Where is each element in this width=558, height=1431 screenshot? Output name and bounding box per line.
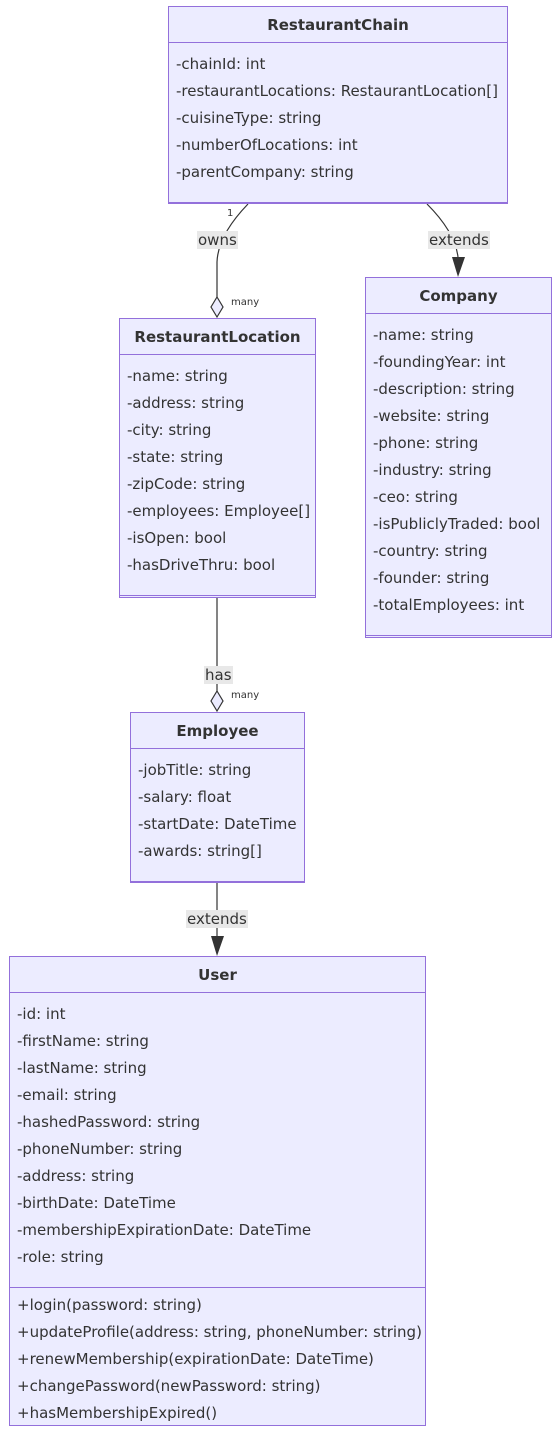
attribute-row: -lastName: string <box>17 1059 147 1077</box>
attribute-row: -awards: string[] <box>138 842 262 860</box>
chain-company-extends-arrowhead <box>452 257 465 277</box>
attribute-row: -ceo: string <box>373 488 458 506</box>
attribute-list: -id: int -firstName: string -lastName: str… <box>10 993 425 1288</box>
attribute-row: -state: string <box>127 448 224 466</box>
attribute-row: -hashedPassword: string <box>17 1113 201 1131</box>
attribute-row: -hasDriveThru: bool <box>127 556 276 574</box>
class-restaurant-location[interactable]: RestaurantLocation -name: string -address… <box>119 318 316 598</box>
class-company[interactable]: Company -name: string-foundingYear: int-… <box>365 277 552 638</box>
attribute-row: -startDate: DateTime <box>138 815 297 833</box>
has-to-multiplicity: many <box>231 690 260 701</box>
attribute-row: -phone: string <box>373 434 479 452</box>
attribute-list: -jobTitle: string -salary: float -startDat… <box>131 749 304 882</box>
attribute-list: -name: string -foundingYear: int -descript… <box>366 314 551 636</box>
attribute-row: -salary: float <box>138 788 232 806</box>
method-row: +login(password: string) <box>17 1296 202 1314</box>
class-restaurant-chain[interactable]: RestaurantChain -chainId: int -restaurant… <box>168 6 508 204</box>
owns-label: owns <box>197 231 238 249</box>
attribute-row: -foundingYear: int <box>373 353 506 371</box>
attribute-row: -description: string <box>373 380 515 398</box>
method-row: +changePassword(newPassword: string) <box>17 1377 321 1395</box>
attribute-row: -address: string <box>17 1167 135 1185</box>
attribute-row: -phoneNumber: string <box>17 1140 183 1158</box>
chain-company-extends-label: extends <box>428 231 490 249</box>
has-aggregation-diamond <box>210 689 224 713</box>
attribute-row: -role: string <box>17 1248 104 1266</box>
attribute-row: -membershipExpirationDate: DateTime <box>17 1221 312 1239</box>
attribute-row: -employees: Employee[] <box>127 502 311 520</box>
class-name: RestaurantChain <box>169 7 507 43</box>
attribute-list: -name: string -address: string -city: stri… <box>120 355 315 596</box>
class-user[interactable]: User -id: int -firstName: string -lastName… <box>9 956 426 1426</box>
method-list <box>169 203 507 207</box>
method-row: +hasMembershipExpired() <box>17 1404 218 1422</box>
method-list: +login(password: string) +updateProfile(a… <box>10 1288 425 1427</box>
class-name: Employee <box>131 713 304 749</box>
attribute-list: -chainId: int -restaurantLocations: Resta… <box>169 43 507 203</box>
employee-user-extends-arrowhead <box>211 936 224 956</box>
owns-from-multiplicity: 1 <box>227 208 234 219</box>
attribute-row: -address: string <box>127 394 245 412</box>
attribute-row: -numberOfLocations: int <box>176 136 358 154</box>
attribute-row: -cuisineType: string <box>176 109 322 127</box>
attribute-row: -name: string <box>127 367 228 385</box>
attribute-row: -zipCode: string <box>127 475 246 493</box>
attribute-row: -totalEmployees: int <box>373 596 525 614</box>
employee-user-extends-label: extends <box>186 910 248 928</box>
method-row: +updateProfile(address: string, phoneNum… <box>17 1323 422 1341</box>
method-list <box>366 636 551 640</box>
attribute-row: -jobTitle: string <box>138 761 252 779</box>
owns-to-multiplicity: many <box>231 297 260 308</box>
attribute-row: -restaurantLocations: RestaurantLocation… <box>176 82 498 100</box>
attribute-row: -name: string <box>373 326 474 344</box>
attribute-row: -isPubliclyTraded: bool <box>373 515 541 533</box>
method-row: +renewMembership(expirationDate: DateTim… <box>17 1350 374 1368</box>
attribute-row: -website: string <box>373 407 490 425</box>
attribute-row: -industry: string <box>373 461 492 479</box>
method-list <box>120 596 315 600</box>
attribute-row: -email: string <box>17 1086 117 1104</box>
has-label: has <box>204 666 233 684</box>
attribute-row: -chainId: int <box>176 55 266 73</box>
attribute-row: -birthDate: DateTime <box>17 1194 176 1212</box>
class-employee[interactable]: Employee -jobTitle: string -salary: float… <box>130 712 305 883</box>
attribute-row: -country: string <box>373 542 488 560</box>
attribute-row: -city: string <box>127 421 212 439</box>
class-name: User <box>10 957 425 993</box>
owns-aggregation-diamond <box>210 295 224 319</box>
method-list <box>131 882 304 886</box>
class-name: RestaurantLocation <box>120 319 315 355</box>
class-name: Company <box>366 278 551 314</box>
attribute-row: -isOpen: bool <box>127 529 227 547</box>
attribute-row: -parentCompany: string <box>176 163 354 181</box>
attribute-row: -founder: string <box>373 569 490 587</box>
attribute-row: -id: int <box>17 1005 66 1023</box>
attribute-row: -firstName: string <box>17 1032 149 1050</box>
